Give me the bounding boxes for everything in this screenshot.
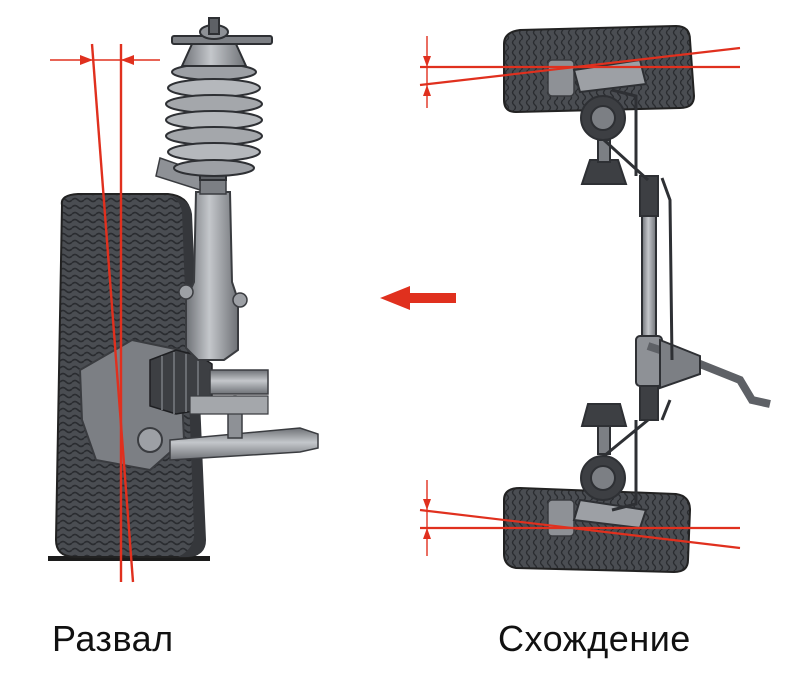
- toe-bottom-wheel-line: [419, 508, 741, 550]
- camber-illustration: [48, 17, 319, 583]
- toe-illustration: [419, 24, 771, 574]
- toe-top-wheel-line: [419, 46, 741, 87]
- coil-spring: [165, 63, 263, 181]
- toe-angle-lines: [419, 46, 741, 550]
- camber-wheel-axis-line: [90, 43, 135, 583]
- arrow-left-icon: [380, 286, 456, 310]
- strut-body: [155, 157, 248, 361]
- camber-caption: Развал: [52, 618, 174, 659]
- camber-dimension-arrow-right: [121, 55, 134, 65]
- tie-rods: [602, 88, 674, 512]
- ground-line: [48, 556, 210, 561]
- bottom-strut-assembly: [572, 403, 648, 530]
- toe-dimension-marks: [423, 36, 431, 556]
- lower-control-arm: [169, 369, 319, 461]
- camber-angle-lines: [50, 43, 160, 583]
- toe-caption: Схождение: [498, 618, 691, 659]
- camber-dimension-arrow-left: [80, 55, 93, 65]
- strut-top-mount: [171, 17, 273, 67]
- steering-rack: [635, 175, 771, 421]
